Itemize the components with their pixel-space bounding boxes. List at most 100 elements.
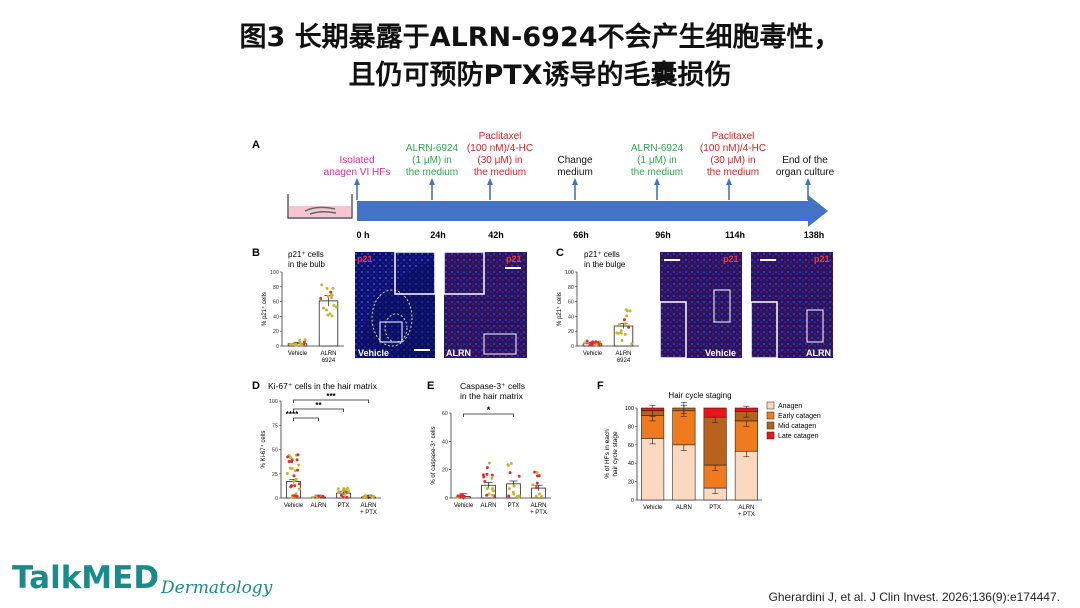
timeline-arrow-bar xyxy=(357,201,809,221)
legend-label: Early catagen xyxy=(778,413,821,420)
x-tick-label: ALRN xyxy=(530,503,546,509)
data-point xyxy=(627,325,631,329)
panel-c: C p21⁺ cells in the bulge 100806040200% … xyxy=(556,247,833,364)
data-point xyxy=(485,493,489,497)
y-tick-label: 20 xyxy=(628,480,634,486)
data-point xyxy=(303,338,307,342)
data-point xyxy=(487,461,491,465)
data-point xyxy=(293,469,297,473)
data-point xyxy=(491,489,495,493)
data-point xyxy=(329,290,333,294)
data-point xyxy=(286,455,290,459)
data-point xyxy=(483,480,487,484)
brand-logo: TalkMED xyxy=(12,560,160,596)
y-tick-label: 40 xyxy=(568,314,574,320)
y-tick-label: 40 xyxy=(273,314,279,320)
data-point xyxy=(320,283,324,287)
panel-c-title-1: p21⁺ cells xyxy=(584,250,620,259)
data-point xyxy=(456,494,460,498)
data-point xyxy=(297,463,301,467)
data-point xyxy=(362,496,366,500)
timeline-time-label-6: 138h xyxy=(804,230,825,240)
brand-subtitle: Dermatology xyxy=(161,578,273,598)
significance-label: **** xyxy=(286,410,299,419)
timeline-event-label-5-1: (100 nM)/4-HC xyxy=(700,143,766,154)
timeline-tick-arrow-5 xyxy=(726,178,732,185)
slide-title-line2: 且仍可预防PTX诱导的毛囊损伤 xyxy=(348,60,732,91)
data-point xyxy=(300,343,304,347)
y-tick-label: 80 xyxy=(628,424,634,430)
data-point xyxy=(490,473,494,477)
legend-label: Late catagen xyxy=(778,433,819,440)
data-point xyxy=(507,494,511,498)
data-point xyxy=(289,456,293,460)
timeline-tick-arrow-2 xyxy=(487,178,493,185)
data-point xyxy=(293,484,297,488)
data-point xyxy=(330,314,334,318)
x-tick-label: 6924 xyxy=(322,358,336,364)
y-tick-label: 60 xyxy=(273,300,279,306)
panel-b-marker-label-2: p21 xyxy=(506,254,522,264)
data-point xyxy=(535,481,539,485)
data-point xyxy=(298,341,302,345)
data-point xyxy=(292,479,296,483)
legend-swatch xyxy=(766,421,775,430)
x-tick-label: Vehicle xyxy=(643,505,663,511)
y-tick-label: 20 xyxy=(442,468,448,474)
data-point xyxy=(590,343,594,347)
data-point xyxy=(623,322,627,326)
timeline-event-label-5-0: Paclitaxel xyxy=(712,131,755,142)
panel-b-marker-label-1: p21 xyxy=(357,254,373,264)
data-point xyxy=(288,466,292,470)
data-point xyxy=(625,309,629,313)
data-point xyxy=(517,495,521,499)
timeline-event-label-2-1: (100 nM)/4-HC xyxy=(467,143,533,154)
data-point xyxy=(341,495,345,499)
data-point xyxy=(622,318,626,322)
data-point xyxy=(490,493,494,497)
data-point xyxy=(329,295,333,299)
timeline-event-label-4-1: (1 μM) in xyxy=(637,155,677,166)
y-axis-label: % of caspase-3⁺ cells xyxy=(430,426,437,484)
panel-b-title-1: p21⁺ cells xyxy=(288,250,324,259)
data-point xyxy=(331,286,335,290)
stacked-bar-segment xyxy=(703,407,727,418)
x-tick-label: Vehicle xyxy=(284,503,304,509)
data-point xyxy=(319,296,323,300)
y-tick-label: 0 xyxy=(276,344,279,350)
x-tick-label: Vehicle xyxy=(288,351,308,357)
data-point xyxy=(346,486,350,490)
stacked-bar-segment xyxy=(734,407,758,412)
timeline-event-label-1-1: (1 μM) in xyxy=(412,155,452,166)
y-tick-label: 60 xyxy=(628,443,634,449)
timeline-event-label-4-0: ALRN-6924 xyxy=(631,143,684,154)
data-point xyxy=(372,494,376,498)
y-tick-label: 100 xyxy=(270,270,279,276)
timeline-event-label-1-0: ALRN-6924 xyxy=(406,143,459,154)
x-tick-label: Vehicle xyxy=(583,351,603,357)
data-point xyxy=(511,490,515,494)
data-point xyxy=(297,482,301,486)
data-point xyxy=(343,492,347,496)
timeline-tick-arrow-0 xyxy=(354,178,360,185)
data-point xyxy=(294,477,298,481)
panel-b-image-label-alrn: ALRN xyxy=(446,348,471,358)
significance-bracket xyxy=(293,399,369,403)
x-tick-label: ALRN xyxy=(615,351,631,357)
x-tick-label: ALRN xyxy=(676,505,692,511)
timeline-event-label-2-2: (30 μM) in xyxy=(477,155,522,166)
legend-swatch xyxy=(766,401,775,410)
x-tick-label: PTX xyxy=(709,505,721,511)
y-tick-label: 0 xyxy=(275,496,278,502)
panel-c-marker-label-1: p21 xyxy=(723,254,739,264)
panel-c-letter: C xyxy=(556,247,564,259)
y-tick-label: 75 xyxy=(272,423,278,429)
data-point xyxy=(326,294,330,298)
data-point xyxy=(588,343,592,347)
stacked-bar-segment xyxy=(703,416,727,466)
x-tick-label: + PTX xyxy=(738,512,755,518)
slide-title-line1: 图3 长期暴露于ALRN-6924不会产生细胞毒性， xyxy=(239,22,841,53)
